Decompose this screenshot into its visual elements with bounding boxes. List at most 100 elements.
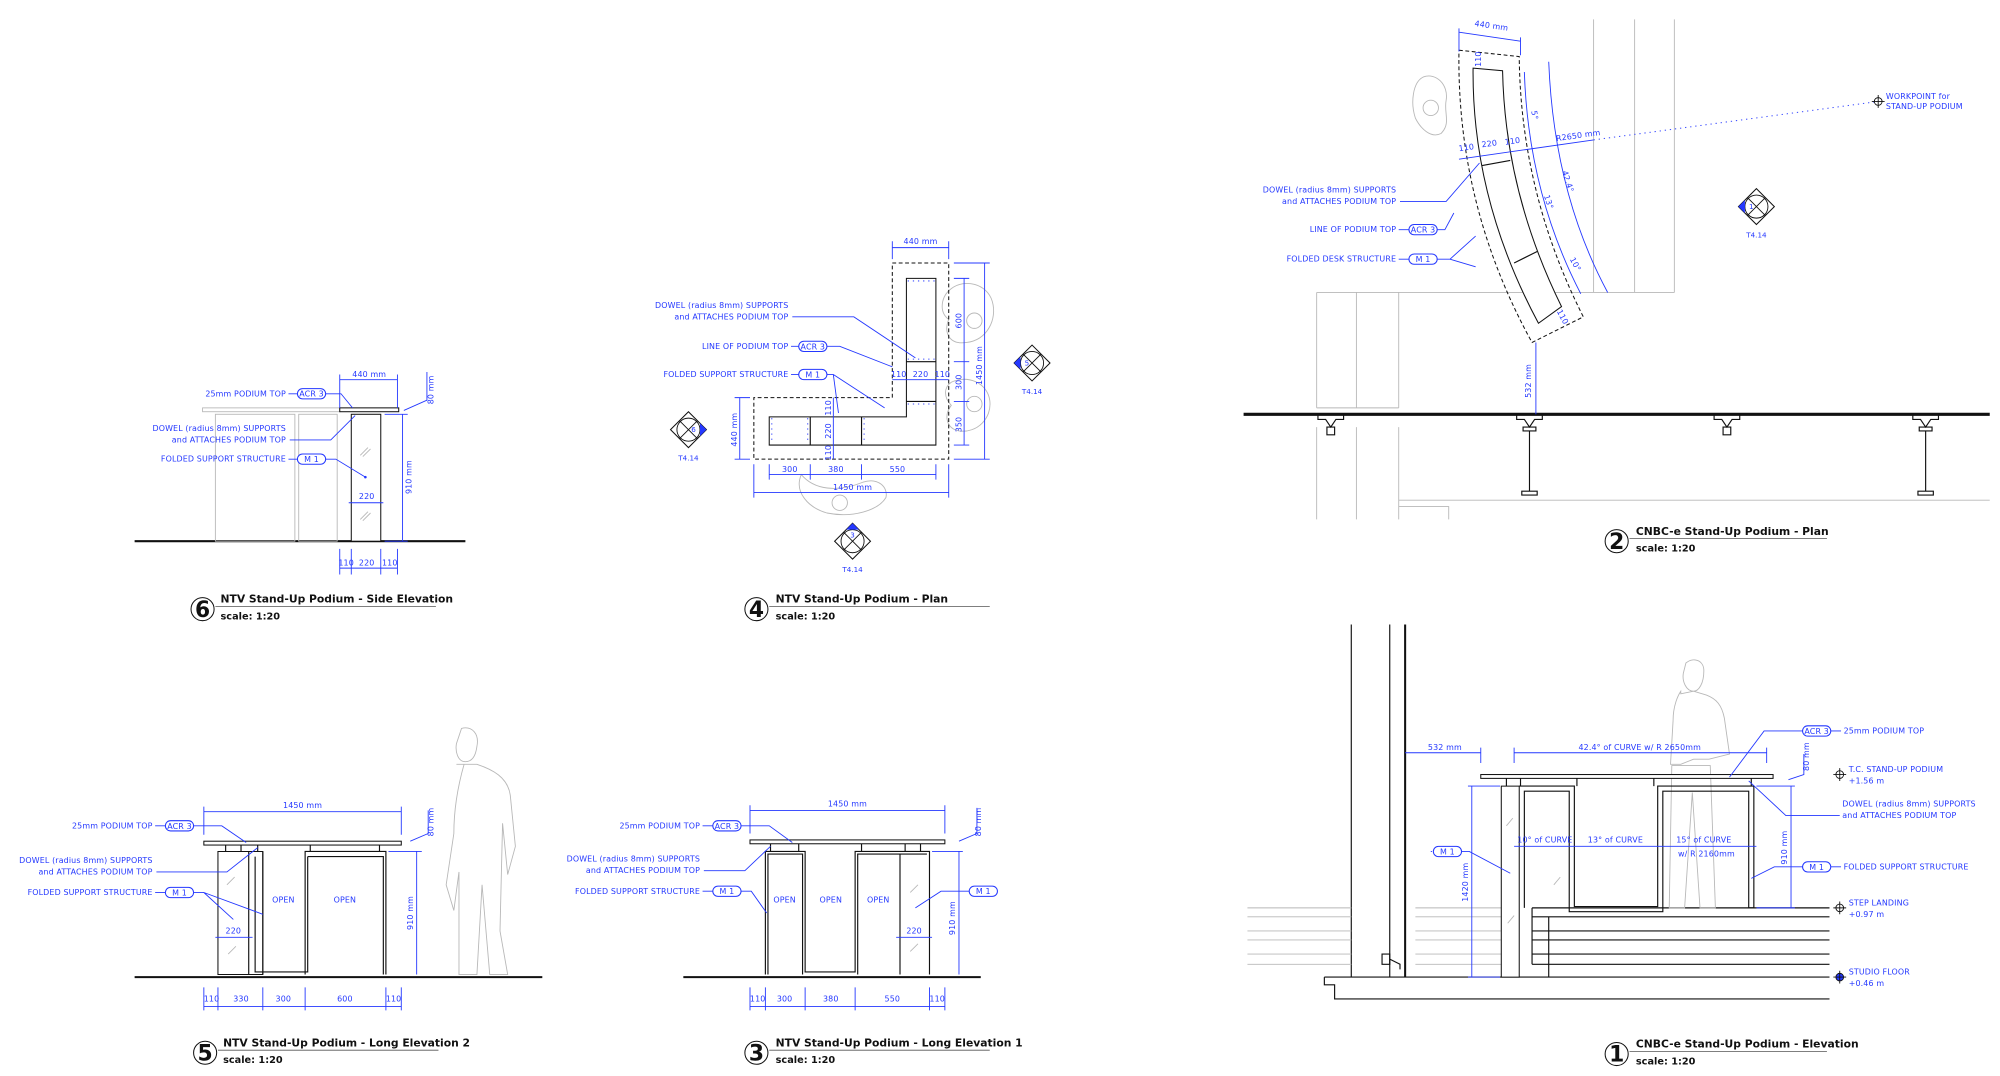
- podium-top-outline: [753, 262, 950, 460]
- dim-b5: 110: [386, 994, 402, 1003]
- dim-width: 1450 mm: [283, 801, 322, 810]
- tag-acr3: ACR 3: [167, 822, 192, 831]
- dim-v1: 110: [824, 400, 833, 416]
- dim-c3b: w/ R 2160mm: [1678, 850, 1735, 859]
- dim-b4: 600: [337, 994, 353, 1003]
- view-title: 2 CNBC-e Stand-Up Podium - Plan scale: 1…: [1604, 525, 1829, 555]
- dim-r1: 600: [955, 313, 964, 329]
- label-open-2: OPEN: [334, 896, 357, 905]
- workpoint: WORKPOINT for STAND-UP PODIUM: [1871, 92, 1963, 111]
- dim-b2: 380: [828, 465, 844, 474]
- monitor: [1516, 414, 1543, 496]
- section-marker-1[interactable]: 1 T4.14: [1737, 187, 1776, 240]
- tag-m1-right: M 1: [976, 887, 991, 896]
- tag-acr3: ACR 3: [715, 822, 740, 831]
- view-title: 4 NTV Stand-Up Podium - Plan scale: 1:20: [744, 593, 990, 623]
- level-marker-floor: [1833, 970, 1847, 984]
- marker-sheet: T4.14: [841, 565, 863, 574]
- label-open-1: OPEN: [773, 896, 796, 905]
- monitor-rail: [1243, 412, 1990, 496]
- marker-sheet: T4.14: [1021, 387, 1043, 396]
- monitor: [1912, 414, 1940, 496]
- dim-height: 910 mm: [948, 901, 957, 935]
- view-scale: scale: 1:20: [776, 611, 836, 622]
- podium-top: [203, 840, 402, 846]
- section-marker-3[interactable]: 3 T4.14: [833, 522, 872, 574]
- note-dowel-2: and ATTACHES PODIUM TOP: [1842, 811, 1956, 820]
- left-support: [1500, 785, 1520, 978]
- note-dowel-2: and ATTACHES PODIUM TOP: [38, 868, 152, 877]
- dim-ang2: 13°: [1542, 194, 1555, 211]
- section-marker-5[interactable]: 5 T4.14: [1013, 344, 1051, 396]
- label-open-3: OPEN: [867, 896, 890, 905]
- annotations: 25mm PODIUM TOP ACR 3 DOWEL (radius 8mm)…: [19, 820, 263, 920]
- dim-b5: 110: [929, 994, 945, 1003]
- dimensions: 440 mm 910 mm 80 mm 220 110 220 110: [338, 370, 435, 575]
- dimensions: 532 mm 42.4° of CURVE w/ R 2650mm 80 mm …: [1405, 742, 1811, 978]
- tag-m1-left: M 1: [1440, 847, 1455, 856]
- dim-b3: 380: [823, 994, 839, 1003]
- dimensions: 1450 mm 80 mm 910 mm 220 110 330 300 600…: [203, 801, 435, 1011]
- note-folded: FOLDED DESK STRUCTURE: [1287, 255, 1397, 264]
- podium-top: [339, 407, 400, 413]
- view-scale: scale: 1:20: [223, 1055, 283, 1066]
- dim-top: 80 mm: [426, 375, 435, 404]
- dim-c1: 10° of CURVE: [1517, 835, 1572, 844]
- dim-ang-total: 42.4°: [1560, 169, 1575, 193]
- view-title-text: NTV Stand-Up Podium - Long Elevation 1: [776, 1036, 1023, 1049]
- dim-total: 1420 mm: [1461, 863, 1470, 902]
- dim-b1: 300: [782, 465, 798, 474]
- view-title-text: NTV Stand-Up Podium - Side Elevation: [221, 593, 454, 606]
- view-number: 4: [749, 598, 764, 623]
- view-scale: scale: 1:20: [1636, 1056, 1696, 1067]
- label-open-1: OPEN: [272, 896, 295, 905]
- tag-acr3: ACR 3: [1804, 727, 1829, 736]
- level-marker-tc: [1833, 768, 1847, 781]
- dim-b4: 550: [885, 994, 901, 1003]
- monitor: [1713, 414, 1741, 436]
- dim-height: 910 mm: [1780, 831, 1789, 865]
- note-dowel-1: DOWEL (radius 8mm) SUPPORTS: [655, 301, 788, 310]
- ghost-chairs: [798, 283, 994, 516]
- dim-top-width: 440 mm: [904, 237, 938, 246]
- note-folded: FOLDED SUPPORT STRUCTURE: [663, 370, 788, 379]
- dimensions: 1450 mm 80 mm 910 mm 220 110 300 380 550…: [749, 800, 983, 1011]
- dim-height: 910 mm: [406, 896, 415, 930]
- note-folded: FOLDED SUPPORT STRUCTURE: [575, 887, 700, 896]
- podium-top-outline: [1458, 49, 1585, 344]
- dim-ang1: 5°: [1529, 110, 1539, 121]
- monitor: [1317, 414, 1345, 436]
- note-tc-1: T.C. STAND-UP PODIUM: [1848, 765, 1943, 774]
- view-number: 3: [749, 1041, 764, 1066]
- note-dowel-2: and ATTACHES PODIUM TOP: [1282, 197, 1396, 206]
- ghost-chair: [1412, 75, 1447, 136]
- marker-id: 5: [1025, 359, 1030, 368]
- view-title-text: CNBC-e Stand-Up Podium - Plan: [1636, 525, 1829, 538]
- ghost-person: [1668, 659, 1730, 909]
- view-title: 6 NTV Stand-Up Podium - Side Elevation s…: [190, 593, 454, 623]
- dim-b-total: 1450 mm: [833, 483, 872, 492]
- view-1-cnbc-elevation: 532 mm 42.4° of CURVE w/ R 2650mm 80 mm …: [1247, 624, 1976, 1068]
- dim-v3: 110: [824, 445, 833, 461]
- tag-m1: M 1: [172, 888, 187, 897]
- marker-id: 1: [1749, 202, 1754, 211]
- dim-h1: 110: [891, 370, 907, 379]
- dim-width: 440 mm: [1474, 19, 1509, 33]
- view-scale: scale: 1:20: [221, 611, 281, 622]
- dim-h2: 220: [913, 370, 929, 379]
- ghost-person: [445, 727, 516, 975]
- dim-top: 80 mm: [1802, 742, 1811, 771]
- note-tc-2: +1.56 m: [1849, 777, 1885, 786]
- dim-ang3: 10°: [1568, 256, 1583, 273]
- dim-b3: 300: [276, 994, 292, 1003]
- dimensions: 440 mm 110 220 110 600 300 350 1450 mm 4…: [730, 237, 990, 498]
- dim-b1: 110: [338, 559, 354, 568]
- left-support: [217, 850, 264, 976]
- note-podium-top: 25mm PODIUM TOP: [205, 389, 286, 398]
- dim-b2: 220: [359, 559, 375, 568]
- marker-id: 3: [850, 530, 855, 539]
- dim-left: 440 mm: [730, 413, 739, 447]
- section-marker-6[interactable]: 6 T4.14: [669, 410, 708, 463]
- view-title: 5 NTV Stand-Up Podium - Long Elevation 2…: [193, 1036, 470, 1066]
